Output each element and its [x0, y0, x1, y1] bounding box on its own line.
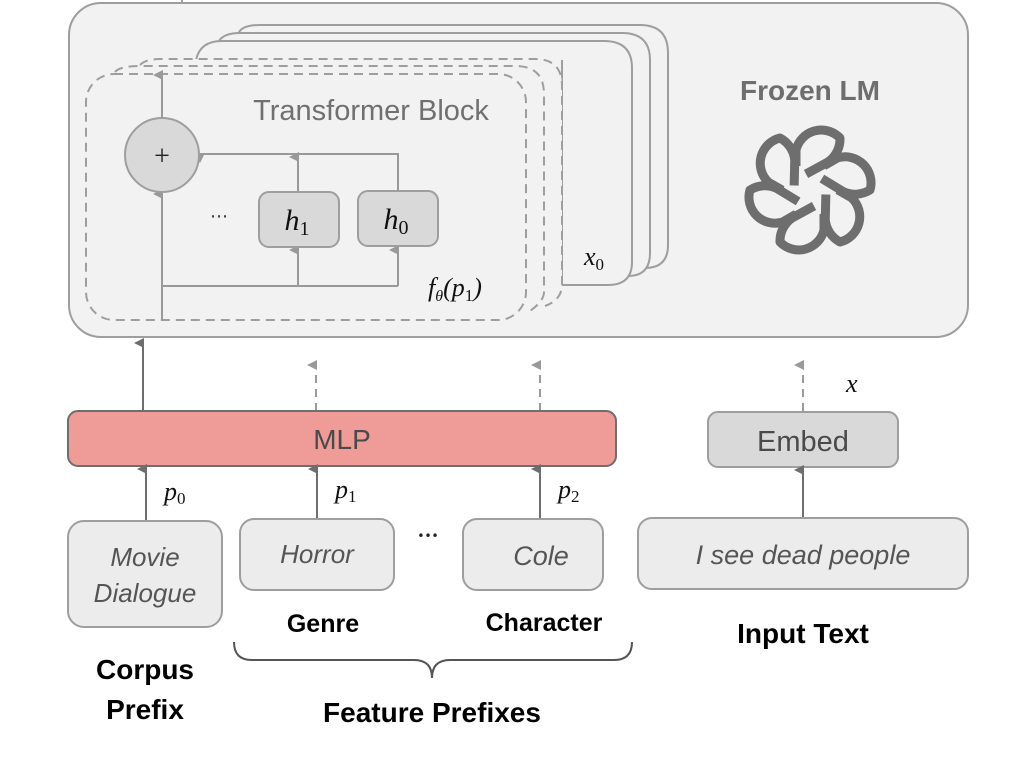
svg-text:h1: h1: [285, 204, 310, 240]
transformer-block-title: Transformer Block: [253, 95, 489, 127]
text-input-value: I see dead people: [696, 540, 911, 570]
prefix-label-p2: p2: [556, 475, 580, 506]
character-input-box: [462, 518, 604, 591]
feature-prefixes-caption: Feature Prefixes: [323, 697, 541, 728]
character-caption: Character: [486, 609, 603, 637]
add-symbol: +: [154, 141, 170, 172]
genre-input-box: [239, 518, 395, 591]
prefix-label-p0: p0: [162, 477, 186, 508]
stack-input-label: x0: [583, 242, 604, 274]
head-h1-label: h: [285, 204, 300, 237]
input-text-caption: Input Text: [737, 618, 869, 649]
genre-caption: Genre: [287, 610, 359, 638]
heads-ellipsis: ⋯: [210, 206, 228, 227]
prefix-label-p1: p1: [333, 475, 357, 506]
openai-logo-icon: [743, 125, 877, 250]
head-h1: h1: [258, 191, 340, 248]
head-h0: h0: [357, 190, 439, 247]
corpus-prefix-caption-line2: Prefix: [106, 694, 184, 725]
genre-input-value: Horror: [280, 539, 355, 569]
head-h0-subscript: 0: [399, 217, 409, 239]
stacked-layer-front: [195, 40, 633, 286]
head-h0-label: h: [384, 203, 399, 236]
mlp-label: MLP: [313, 424, 371, 455]
feature-prefixes-brace: [233, 641, 633, 679]
corpus-input-box: [67, 520, 223, 628]
corpus-input-line2: Dialogue: [94, 578, 197, 608]
corpus-prefix-caption-line1: Corpus: [96, 654, 194, 685]
head-h1-subscript: 1: [300, 218, 310, 240]
character-input-value: Cole: [513, 541, 569, 571]
svg-text:h0: h0: [384, 203, 409, 239]
text-input-box: [637, 517, 969, 590]
h0-output-line: [213, 153, 399, 191]
mlp-block: [67, 410, 617, 467]
block-output-label: fθ(p1): [428, 273, 482, 305]
corpus-input-line1: Movie: [110, 542, 179, 572]
feature-ellipsis: •••: [417, 529, 438, 543]
add-node: [124, 117, 200, 193]
embed-output-label: x: [845, 369, 858, 398]
embed-label: Embed: [757, 426, 849, 458]
frozen-lm-title: Frozen LM: [740, 75, 880, 106]
